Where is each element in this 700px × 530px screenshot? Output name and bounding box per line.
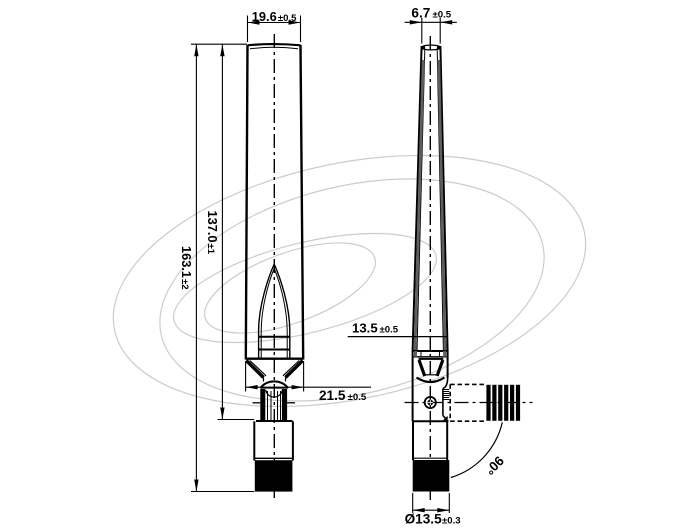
svg-text:19.6: 19.6	[252, 9, 277, 24]
svg-text:±0.5: ±0.5	[348, 392, 367, 403]
svg-text:±0.5: ±0.5	[380, 324, 399, 335]
svg-text:13.5: 13.5	[352, 320, 378, 335]
svg-text:90°: 90°	[482, 453, 507, 478]
svg-text:±0.3: ±0.3	[442, 515, 461, 526]
svg-text:±0.5: ±0.5	[278, 13, 297, 24]
svg-text:±2: ±2	[179, 279, 190, 290]
svg-text:Ø13.5: Ø13.5	[405, 511, 442, 526]
svg-text:±1: ±1	[205, 244, 216, 255]
svg-text:21.5: 21.5	[319, 388, 346, 403]
svg-text:163.1: 163.1	[179, 246, 194, 278]
svg-text:137.0: 137.0	[205, 211, 220, 243]
svg-text:6.7: 6.7	[411, 6, 430, 21]
svg-text:±0.5: ±0.5	[433, 10, 452, 21]
